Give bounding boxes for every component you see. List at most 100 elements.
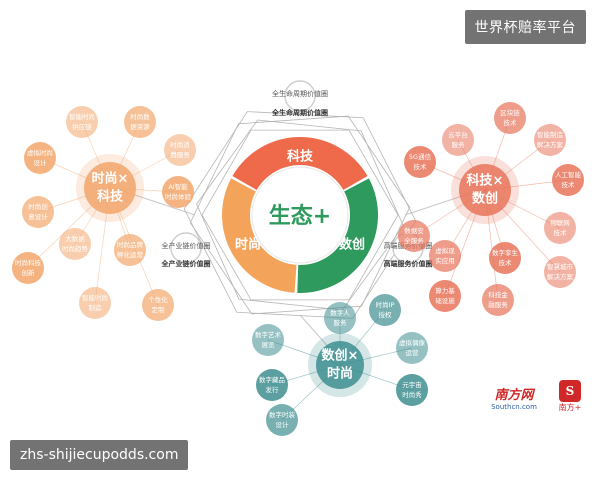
petal-circle (544, 256, 576, 288)
petal-circle (22, 196, 54, 228)
ring-segment-label: 数创 (339, 237, 365, 253)
petal-label: 时尚IP (376, 300, 395, 309)
southcn-logo: 南方网 Southcn.com (484, 384, 544, 411)
petal-circle (396, 332, 428, 364)
cluster-digital-fashion: 数创×时尚数字艺术展览时尚IP授权数字藏品发行虚拟偶像运营数字时装设计元宇宙时尚… (252, 294, 428, 436)
petal-label: 技术 (562, 180, 576, 189)
petal-circle (482, 284, 514, 316)
petal-label: 科技金 (488, 290, 508, 299)
nanfangplus-logo: S 南方+ (552, 380, 588, 413)
nanfangplus-icon: S (559, 380, 581, 402)
petal-label: 时尚体验 (165, 192, 192, 201)
petal-circle (24, 142, 56, 174)
petal-label: 孵化运营 (117, 250, 144, 259)
cluster-title: 科技 (97, 189, 124, 205)
petal-label: 技术 (499, 258, 513, 267)
petal-label: 5G通信 (409, 152, 432, 161)
petal-circle (396, 374, 428, 406)
nanfangplus-logo-text: 南方+ (558, 403, 582, 412)
petal-circle (59, 228, 91, 260)
petal-label: 设计 (276, 420, 290, 429)
cluster-title: 科技× (467, 173, 504, 189)
petal-label: 数据安 (404, 226, 424, 235)
petal-circle (12, 252, 44, 284)
petal-circle (324, 302, 356, 334)
petal-label: 云平台 (448, 130, 468, 139)
petal-label: 意设计 (28, 212, 48, 221)
petal-circle (398, 220, 430, 252)
petal-label: 时尚数 (130, 112, 150, 121)
site-watermark: 世界杯赔率平台 (464, 10, 586, 44)
petal-label: 智能时尚 (82, 293, 108, 302)
petal-circle (534, 124, 566, 156)
petal-circle (544, 212, 576, 244)
petal-label: 算力基 (435, 286, 455, 295)
petal-label: 时尚趋势 (62, 244, 89, 253)
petal-label: 时尚秀 (402, 390, 422, 399)
petal-label: 展览 (262, 340, 276, 349)
petal-label: 服务 (452, 140, 466, 149)
petal-label: 数字时装 (269, 410, 296, 419)
petal-circle (552, 164, 584, 196)
petal-label: 智慧城市 (547, 262, 574, 271)
petal-circle (114, 234, 146, 266)
petal-circle (124, 106, 156, 138)
petal-label: 定制 (152, 305, 166, 314)
ring-segment-label: 时尚 (235, 237, 261, 253)
petal-circle (142, 289, 174, 321)
petal-label: 发行 (266, 385, 280, 394)
satellite-title: 全生命周期价值圈 (272, 89, 328, 98)
petal-label: 全服务 (404, 236, 424, 245)
ring-segment (232, 137, 368, 190)
petal-circle (79, 287, 111, 319)
cluster-title: 数创 (472, 191, 498, 207)
petal-label: 物联网 (550, 218, 570, 227)
cluster-hub (316, 341, 364, 389)
satellite-circle (170, 232, 202, 264)
petal-circle (162, 176, 194, 208)
petal-label: 础设施 (435, 296, 455, 305)
petal-label: 数字艺术 (255, 330, 282, 339)
petal-label: 技术 (414, 162, 428, 171)
petal-circle (489, 242, 521, 274)
petal-label: 授权 (379, 310, 393, 319)
cluster-title: 数创× (322, 348, 359, 364)
petal-label: 数字人 (330, 308, 350, 317)
petal-circle (404, 146, 436, 178)
petal-label: 时尚创 (28, 202, 48, 211)
ring-segment (297, 178, 378, 293)
petal-circle (429, 240, 461, 272)
center-circle (251, 166, 349, 264)
petal-label: 智能时尚 (69, 112, 95, 121)
hexagon-line (189, 115, 411, 315)
petal-circle (66, 106, 98, 138)
petal-circle (266, 404, 298, 436)
ring-segment (222, 178, 297, 293)
satellite-caption: 全产业链价值圈 (161, 259, 211, 268)
petal-label: 技术 (554, 228, 568, 237)
cluster-hub (459, 164, 511, 216)
petal-label: 融服务 (488, 300, 508, 309)
center-title: 生态+ (269, 203, 331, 229)
cluster-title: 时尚× (92, 171, 129, 187)
petal-label: 供应链 (72, 122, 92, 131)
petal-label: 大数据 (65, 234, 85, 243)
petal-label: 虚拟时尚 (27, 148, 53, 157)
satellite-caption: 高端服务价值圈 (384, 259, 433, 268)
petal-label: 时尚消 (170, 140, 190, 149)
petal-label: 虚拟现 (435, 246, 455, 255)
satellite-title: 全产业链价值圈 (162, 241, 211, 250)
satellite-circle (284, 80, 316, 112)
cluster-hub (84, 162, 136, 214)
petal-circle (429, 280, 461, 312)
petal-circle (442, 124, 474, 156)
petal-label: 实应用 (435, 256, 455, 265)
petal-label: 服务 (334, 318, 348, 327)
petal-label: 区块链 (500, 108, 520, 117)
petal-label: 设计 (34, 158, 48, 167)
petal-label: AI智能 (168, 182, 188, 191)
petal-circle (494, 102, 526, 134)
petal-label: 解决方案 (537, 140, 564, 149)
